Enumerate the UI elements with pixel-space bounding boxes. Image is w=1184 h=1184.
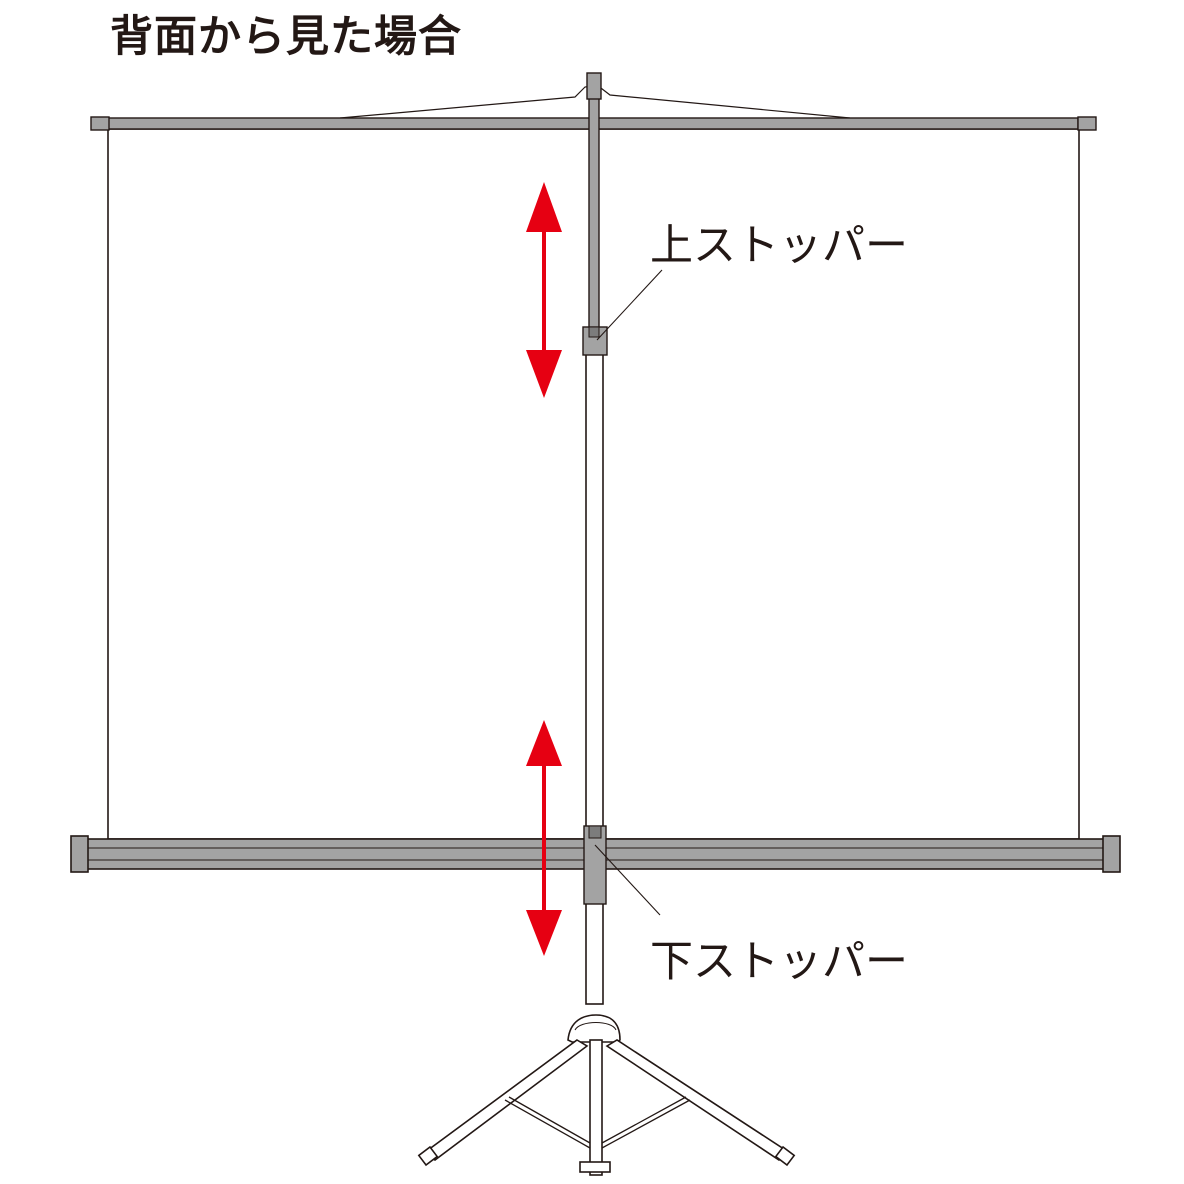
outer-pole	[585, 353, 604, 1005]
page-title: 背面から見た場合	[110, 12, 462, 62]
upper-leader-line	[596, 269, 663, 341]
lower-leader-line	[594, 844, 661, 916]
tripod-legs	[417, 1039, 796, 1176]
lower-stopper-label: 下ストッパー	[650, 937, 908, 987]
inner-pole	[588, 89, 600, 331]
leg-braces	[504, 1096, 691, 1149]
pole-top-cap	[586, 72, 602, 100]
lower-double-arrow	[526, 720, 562, 956]
lower-stopper	[583, 825, 607, 905]
tripod-hub	[567, 1014, 621, 1043]
upper-stopper-label: 上ストッパー	[650, 221, 908, 271]
upper-double-arrow	[526, 182, 562, 398]
upper-stopper	[582, 326, 608, 356]
